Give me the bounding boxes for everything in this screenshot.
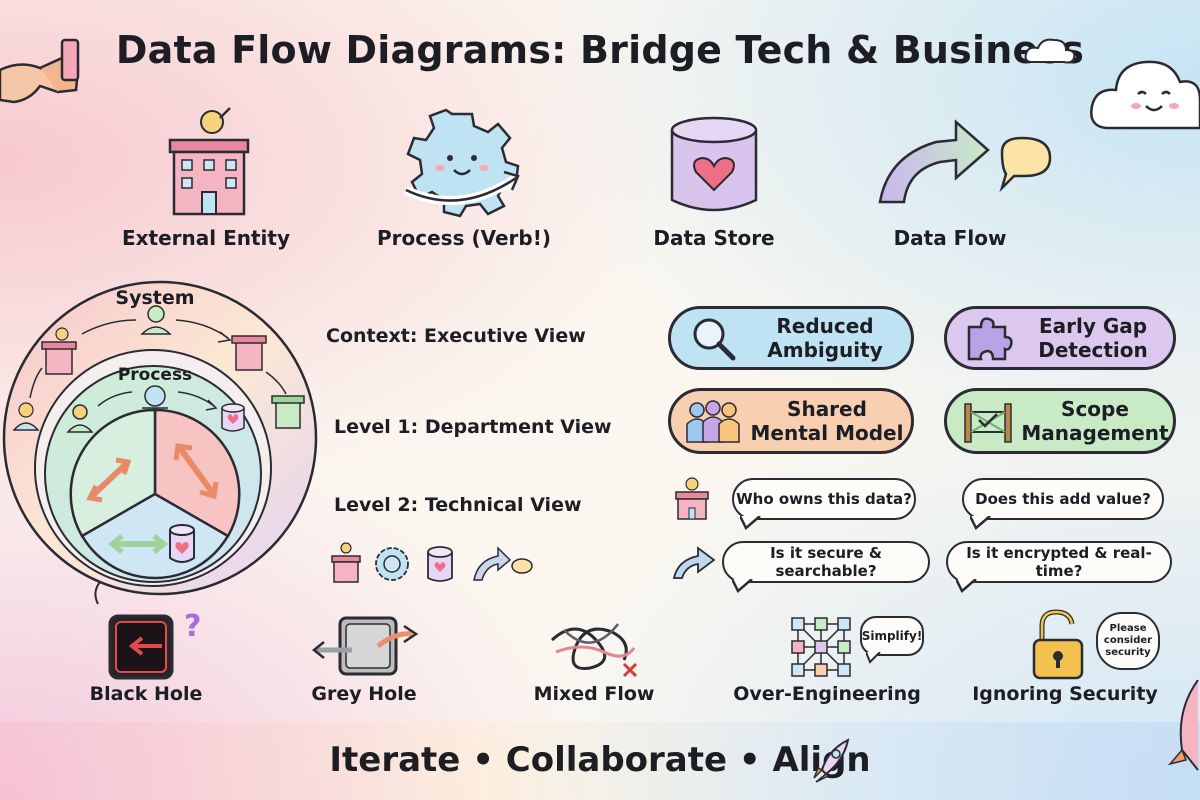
security-bubble-line: consider — [1103, 635, 1153, 646]
fence-icon — [964, 403, 1012, 443]
context-building-icon-right — [231, 335, 267, 371]
symbol-label-external-entity: External Entity — [121, 226, 291, 250]
level1-store-icon — [221, 403, 245, 432]
symbol-label-process: Process (Verb!) — [377, 226, 551, 250]
question-arrow-icon — [672, 546, 716, 579]
bubble-tail — [866, 652, 881, 664]
footer-motto: Iterate • Collaborate • Align — [329, 740, 871, 780]
corner-rocket-icon — [1168, 680, 1199, 771]
magnifier-icon — [693, 318, 736, 361]
gear-icon — [404, 108, 520, 218]
bubble-tail — [740, 516, 761, 530]
question-building-icon — [675, 477, 709, 520]
system-label: System — [115, 287, 194, 309]
handshake-icon — [0, 38, 80, 104]
context-building-icon-left — [41, 327, 77, 375]
pitfall-label-black-hole: Black Hole — [89, 683, 203, 705]
mini-cylinder-icon — [427, 546, 453, 582]
rocket-icon — [813, 738, 850, 783]
smiling-cloud-icon — [1090, 60, 1200, 130]
level1-gear-icon — [142, 385, 168, 409]
small-cloud-icon — [1024, 38, 1076, 64]
bubble-tail — [956, 579, 977, 593]
symbol-label-data-store: Data Store — [653, 226, 775, 250]
mini-gear-icon — [375, 547, 409, 581]
benefit-line1: Scope — [1061, 397, 1129, 421]
benefit-line2: Detection — [1038, 338, 1148, 362]
padlock-icon — [1032, 609, 1084, 680]
security-bubble: Please consider security — [1096, 612, 1160, 670]
simplify-bubble: Simplify! — [860, 616, 924, 656]
question-mark-icon: ? — [184, 609, 200, 644]
black-hole-icon: ? — [108, 609, 200, 680]
question-bubble: Does this add value? — [962, 478, 1164, 520]
benefit-scope-management: Scope Management — [944, 388, 1176, 454]
benefit-line1: Shared — [787, 397, 867, 421]
benefit-line1: Early Gap — [1038, 314, 1148, 338]
mini-building-icon — [331, 542, 361, 583]
level2-icon-strip — [331, 542, 533, 583]
level-context-label: Context: Executive View — [326, 325, 586, 347]
context-person-icon — [140, 305, 172, 335]
benefit-line2: Management — [1021, 421, 1169, 445]
question-bubble: Is it encrypted & real-time? — [946, 541, 1172, 583]
building-icon — [168, 107, 250, 216]
people-icon — [686, 400, 740, 443]
security-bubble-line: security — [1105, 647, 1151, 658]
symbol-label-data-flow: Data Flow — [893, 226, 1007, 250]
footer-band — [0, 722, 1200, 800]
tangle-icon — [550, 623, 638, 678]
mini-arrow-icon — [473, 546, 533, 581]
grey-hole-icon — [312, 616, 419, 676]
benefit-line2: Ambiguity — [767, 338, 883, 362]
pitfall-label-grey-hole: Grey Hole — [311, 683, 417, 705]
pitfall-label-over-engineering: Over-Engineering — [733, 683, 921, 705]
context-store-icon-right — [271, 395, 305, 429]
benefit-early-gap-detection: Early Gap Detection — [944, 306, 1176, 370]
puzzle-icon — [967, 317, 1013, 361]
process-label: Process — [118, 365, 192, 385]
benefit-shared-mental-model: Shared Mental Model — [668, 388, 914, 454]
pitfall-label-ignoring-security: Ignoring Security — [972, 683, 1158, 705]
arrow-icon — [878, 119, 1052, 204]
level-2-label: Level 2: Technical View — [334, 494, 582, 516]
security-bubble-line: Please — [1109, 623, 1147, 634]
benefit-line1: Reduced — [776, 314, 874, 338]
network-icon — [791, 617, 851, 677]
pitfall-label-mixed-flow: Mixed Flow — [533, 683, 655, 705]
question-bubble: Is it secure & searchable? — [722, 541, 930, 583]
nested-levels-diagram: System Process — [2, 280, 318, 605]
bubble-tail — [732, 579, 753, 593]
benefit-reduced-ambiguity: Reduced Ambiguity — [668, 306, 914, 370]
question-bubble: Who owns this data? — [732, 478, 916, 520]
level-1-label: Level 1: Department View — [334, 416, 612, 438]
bubble-tail — [970, 516, 991, 530]
page-title: Data Flow Diagrams: Bridge Tech & Busine… — [115, 28, 1085, 72]
level1-person-icon — [66, 404, 94, 433]
context-person-icon-left — [12, 402, 40, 431]
benefit-line2: Mental Model — [750, 421, 904, 445]
cylinder-icon — [670, 116, 758, 212]
